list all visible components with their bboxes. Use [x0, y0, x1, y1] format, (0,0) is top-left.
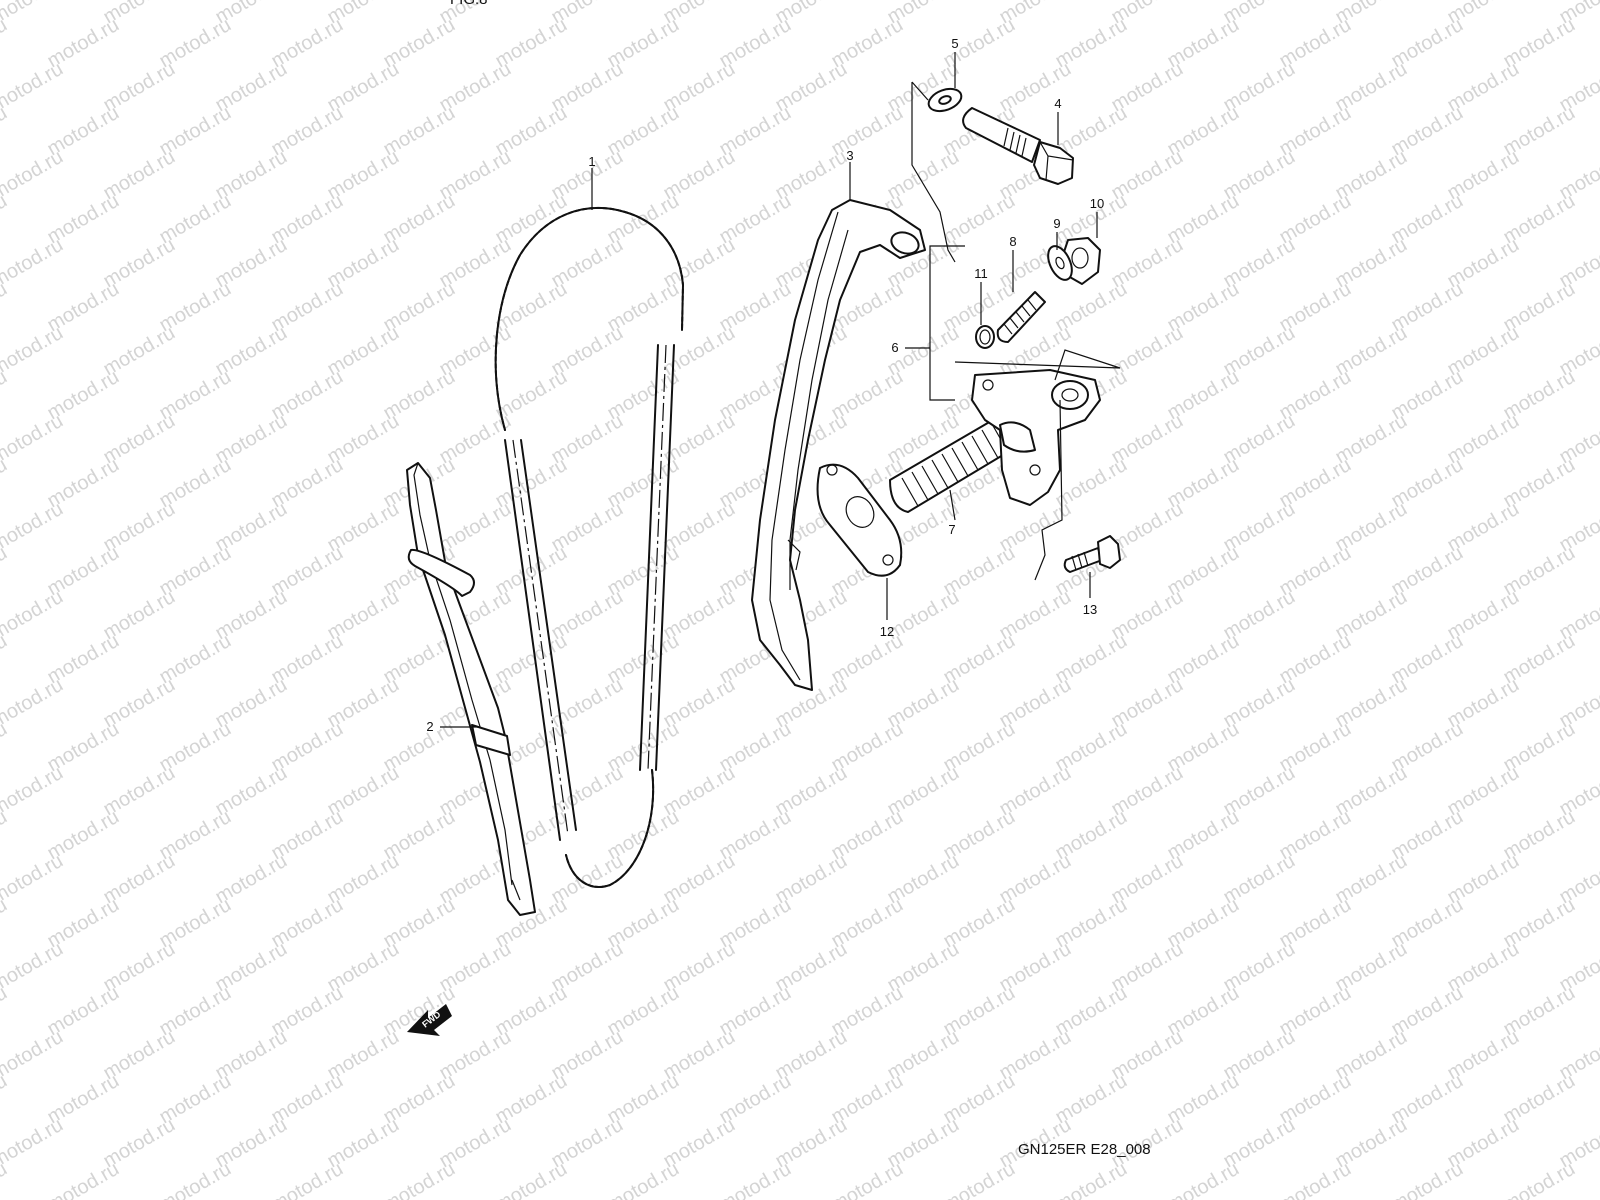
watermark-text: motod.ru: [940, 1158, 1019, 1200]
callouts: 1 2 3 4 5 6 7 8 9 10 11 12 13: [426, 36, 1104, 734]
callout-3: 3: [846, 148, 853, 163]
watermark-text: motod.ru: [0, 1158, 11, 1200]
watermark-text: motod.ru: [0, 146, 67, 205]
callout-leaders: [440, 52, 1098, 728]
callout-7: 7: [948, 522, 955, 537]
watermark-text: motod.ru: [0, 58, 67, 117]
watermark-text: motod.ru: [380, 1158, 459, 1200]
callout-4: 4: [1054, 96, 1061, 111]
washer-5: [927, 87, 963, 113]
chain-guide: [406, 462, 536, 916]
callout-10: 10: [1090, 196, 1104, 211]
callout-9: 9: [1053, 216, 1060, 231]
watermark-text: motod.ru: [0, 938, 67, 997]
watermark-text: motod.ru: [0, 1026, 67, 1085]
callout-8: 8: [1009, 234, 1016, 249]
watermark-text: motod.ru: [0, 322, 67, 381]
watermark-text: motod.ru: [44, 1158, 123, 1200]
callout-1: 1: [588, 154, 595, 169]
callout-11: 11: [974, 266, 988, 281]
watermark-text: motod.ru: [1388, 1158, 1467, 1200]
watermark-text: motod.ru: [0, 410, 67, 469]
watermark-text: motod.ru: [268, 1158, 347, 1200]
watermark-text: motod.ru: [1500, 1158, 1579, 1200]
watermark-text: motod.ru: [1052, 1158, 1131, 1200]
callout-12: 12: [880, 624, 894, 639]
tensioner-body: [971, 369, 1101, 506]
spring-8: [996, 291, 1046, 343]
watermark-text: motod.ru: [0, 586, 67, 645]
tensioner-arm: [751, 199, 926, 691]
watermark-text: motod.ru: [1164, 1158, 1243, 1200]
watermark-text: motod.ru: [0, 762, 67, 821]
watermark-text: motod.ru: [492, 1158, 571, 1200]
cam-chain: [494, 207, 684, 888]
watermark-text: motod.ru: [0, 674, 67, 733]
pivot-bolt: [962, 107, 1074, 185]
fwd-arrow-icon: FWD: [407, 1004, 452, 1036]
watermark-text: motod.ru: [1276, 1158, 1355, 1200]
watermark-text: motod.ru: [0, 0, 67, 28]
watermark-text: motod.ru: [0, 498, 67, 557]
o-ring-11: [975, 325, 995, 349]
guide-lines: [911, 81, 1121, 581]
header-text: FIG.8: [450, 0, 488, 8]
bolt-13: [1063, 535, 1121, 573]
washer-9: [1047, 245, 1073, 281]
watermark-text: motod.ru: [604, 1158, 683, 1200]
callout-13: 13: [1083, 602, 1097, 617]
gasket-12: [816, 463, 903, 577]
watermark-text: motod.ru: [828, 1158, 907, 1200]
callout-6: 6: [891, 340, 898, 355]
watermark-text: motod.ru: [0, 850, 67, 909]
watermark-text: motod.ru: [716, 1158, 795, 1200]
watermark-text: motod.ru: [156, 1158, 235, 1200]
callout-2: 2: [426, 719, 433, 734]
watermark-text: motod.ru: [0, 1114, 67, 1173]
diagram-code: GN125ER E28_008: [1018, 1141, 1151, 1158]
callout-5: 5: [951, 36, 958, 51]
watermark-text: motod.ru: [0, 234, 67, 293]
